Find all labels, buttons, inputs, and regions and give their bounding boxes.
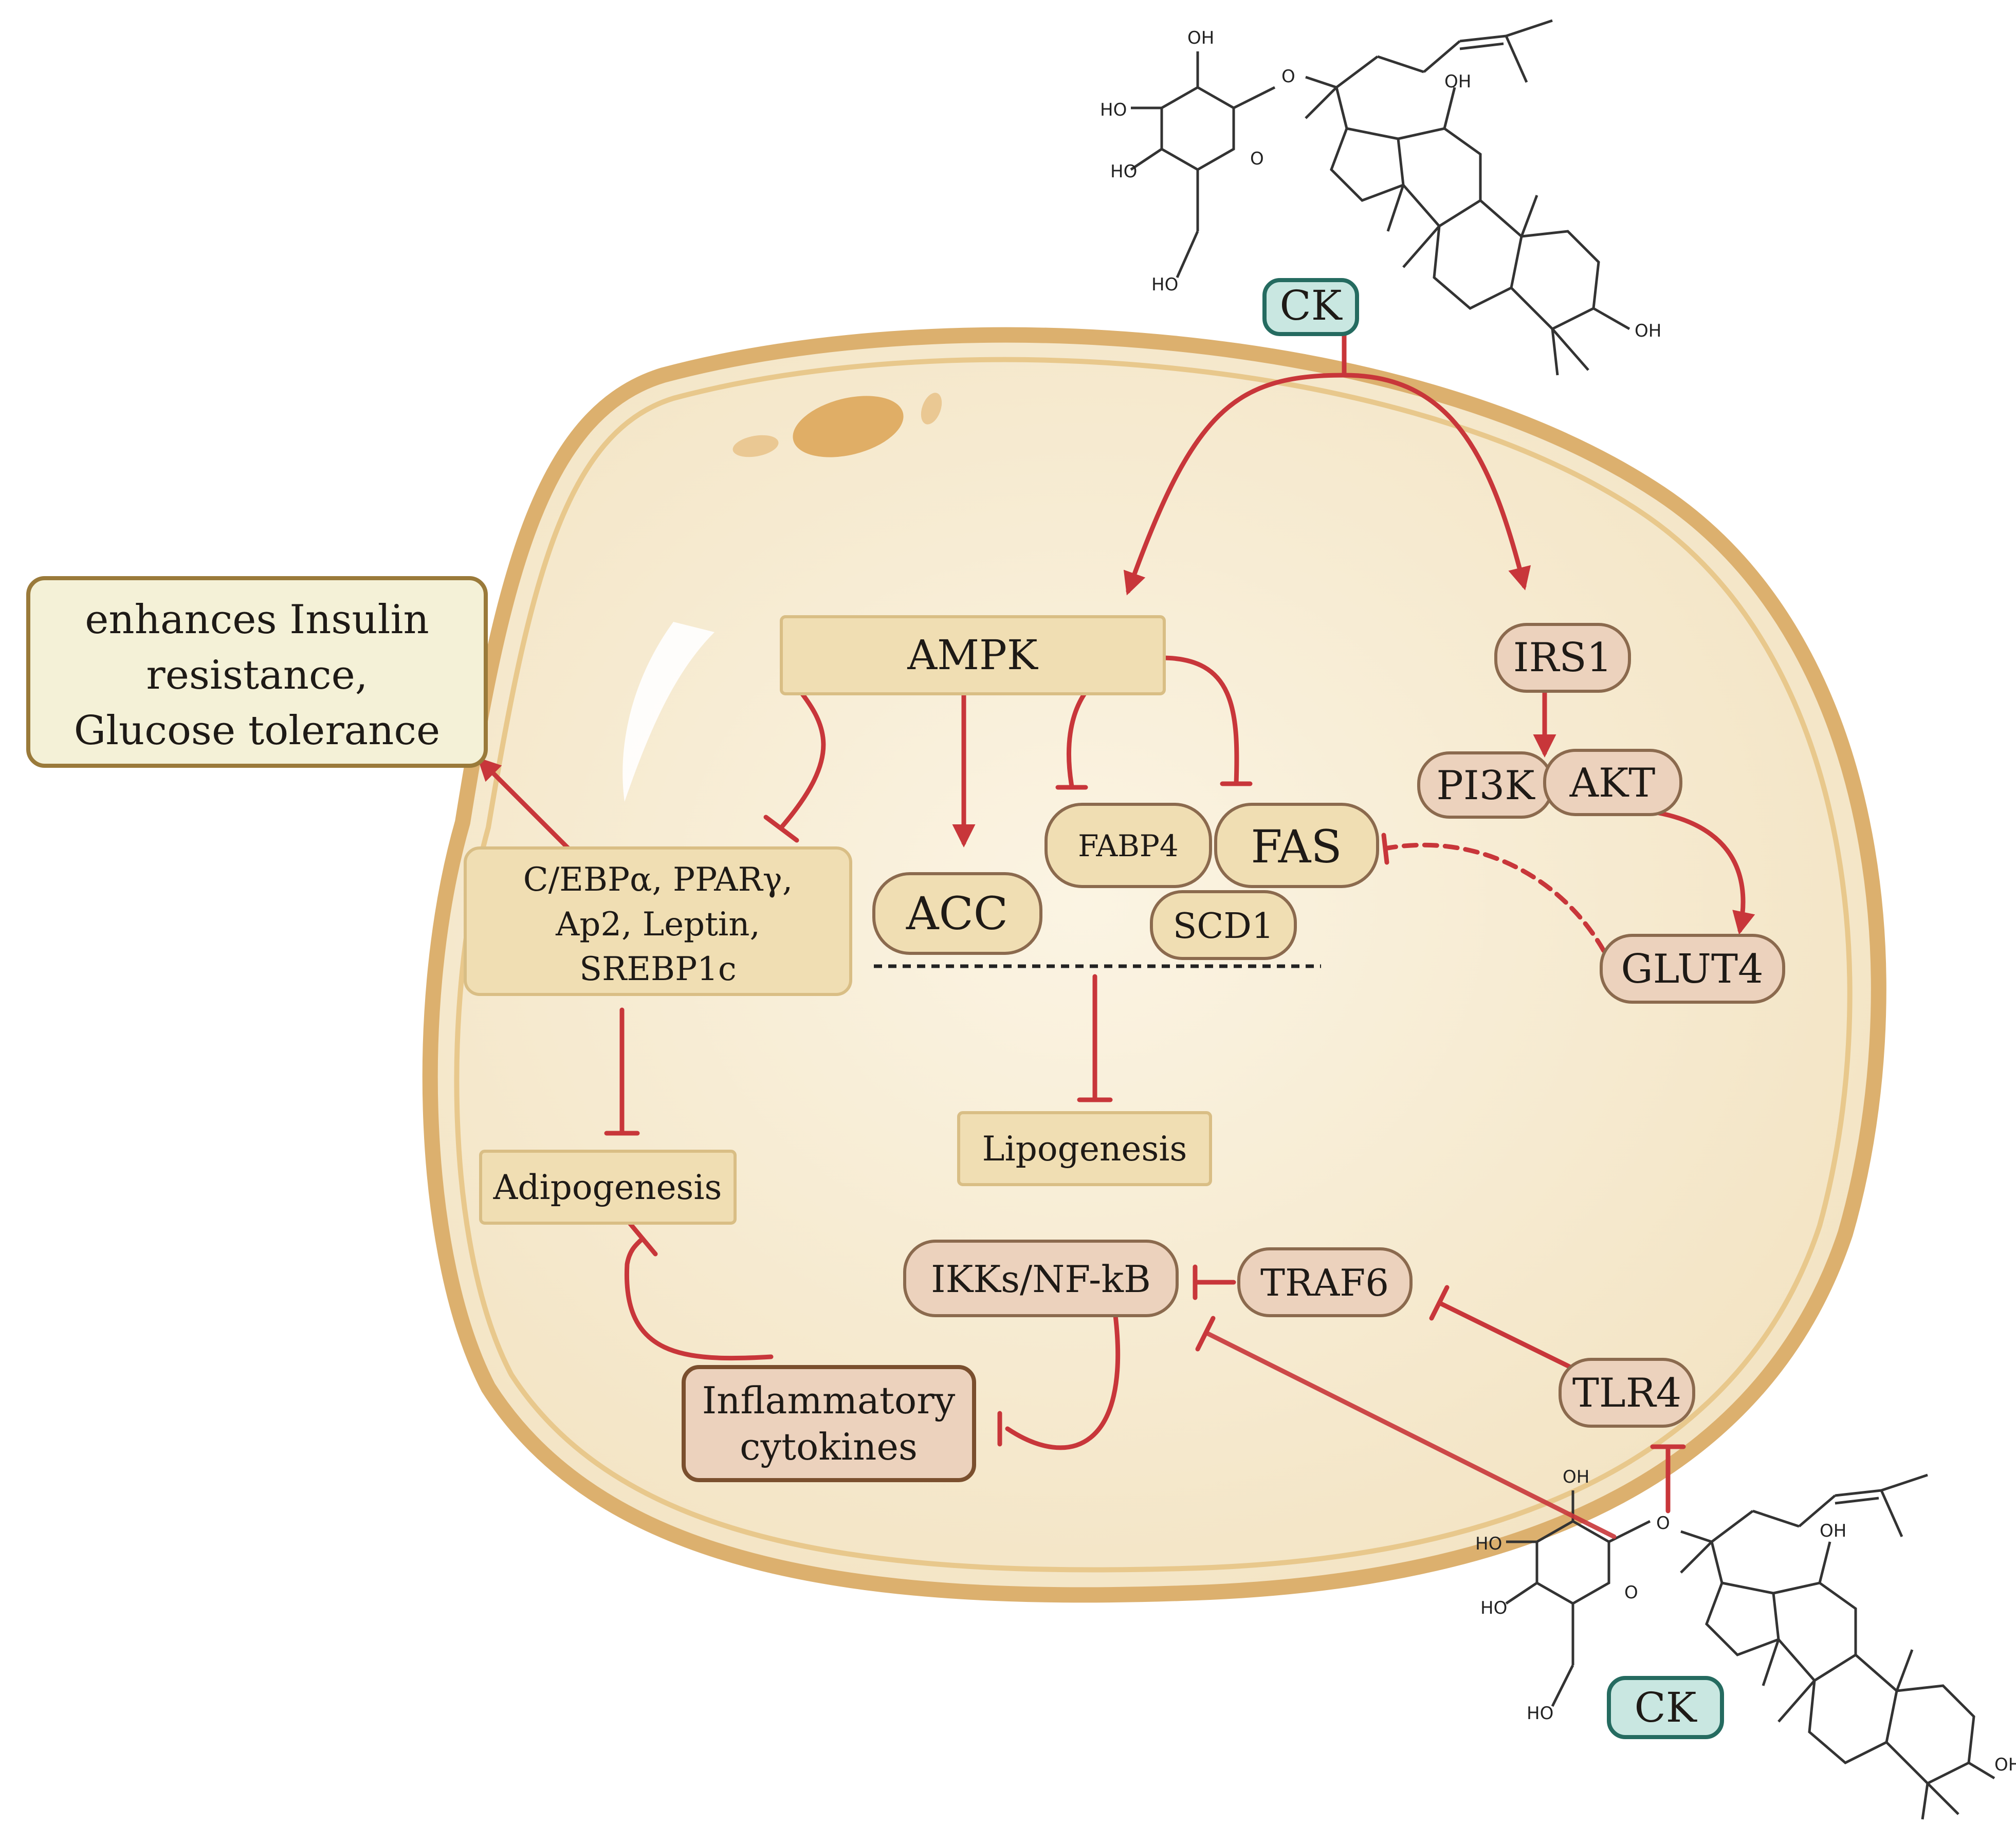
inhibit-bar [1429, 1285, 1450, 1321]
inflammatory-cytokines-node: Inflammatory cytokines [682, 1365, 976, 1482]
lipogenesis-node: Lipogenesis [957, 1111, 1212, 1186]
ikk-nfkb-label: IKKs/NF-kB [931, 1258, 1151, 1301]
arrow-ck-to-ampk [1123, 373, 1347, 596]
arrow-transcription-to-outcome [477, 757, 571, 851]
inhibit-bar [1195, 1316, 1216, 1352]
chem-o-label: O [1624, 1582, 1638, 1603]
glut4-label: GLUT4 [1621, 946, 1763, 992]
scd1-label: SCD1 [1173, 906, 1274, 947]
pi3k-node: PI3K [1417, 751, 1554, 819]
ikk-nfkb-node: IKKs/NF-kB [903, 1240, 1179, 1317]
transcription-line-3: SREBP1c [579, 950, 736, 988]
adipogenesis-label: Adipogenesis [493, 1168, 722, 1207]
chem-oh-label: OH [1444, 71, 1471, 92]
compound-k-structure-bottom: OH HO HO HO O O OH OH [1475, 1467, 2016, 1820]
fabp4-node: FABP4 [1044, 803, 1212, 888]
fabp4-label: FABP4 [1078, 828, 1179, 863]
inhibit-nfkb-to-cytokines [1005, 1313, 1121, 1450]
transcription-line-1: C/EBPα, PPARγ, [523, 861, 793, 899]
ck-node-top: CK [1262, 278, 1359, 336]
transcription-line-2: Ap2, Leptin, [555, 906, 760, 944]
chem-oh-label: OH [1187, 28, 1214, 48]
tlr4-node: TLR4 [1559, 1358, 1695, 1428]
chem-ho-label: HO [1527, 1703, 1553, 1724]
organelle-left [732, 435, 779, 457]
chem-oh-label: OH [1994, 1755, 2016, 1775]
acc-node: ACC [872, 872, 1042, 955]
inhibit-ampk-to-fas [1159, 655, 1239, 786]
ck-label: CK [1635, 1684, 1697, 1731]
outcome-line-1: enhances Insulin [85, 597, 429, 643]
inhibit-cytokines-to-adipogenesis [624, 1236, 774, 1361]
fas-node: FAS [1214, 803, 1379, 888]
inhibit-ck-to-nfkb [1205, 1331, 1617, 1539]
chem-oh-label: OH [1563, 1467, 1589, 1487]
inhibit-tlr4-to-traf6 [1437, 1300, 1573, 1370]
traf6-node: TRAF6 [1237, 1247, 1413, 1317]
ck-node-bottom: CK [1607, 1676, 1724, 1739]
outcome-line-3: Glucose tolerance [74, 708, 440, 754]
chem-ho-label: HO [1480, 1598, 1507, 1618]
ampk-node: AMPK [780, 615, 1166, 695]
akt-label: AKT [1569, 760, 1656, 806]
glut4-node: GLUT4 [1600, 934, 1785, 1004]
transcription-factors-node: C/EBPα, PPARγ, Ap2, Leptin, SREBP1c [464, 846, 852, 996]
nucleus [793, 396, 904, 457]
chem-o-label: O [1250, 149, 1264, 169]
chem-o-label: O [1281, 66, 1295, 87]
irs1-node: IRS1 [1494, 623, 1631, 693]
acc-label: ACC [906, 887, 1008, 940]
fas-label: FAS [1251, 820, 1342, 873]
inhibit-bar [1381, 833, 1389, 865]
scd1-node: SCD1 [1150, 890, 1297, 960]
outcome-box: enhances Insulin resistance, Glucose tol… [26, 576, 488, 768]
tlr4-label: TLR4 [1572, 1370, 1681, 1416]
irs1-label: IRS1 [1513, 635, 1612, 681]
ck-label: CK [1280, 282, 1343, 329]
organelle-right [921, 393, 942, 425]
inhibit-bar [627, 1221, 658, 1257]
inhibit-glut4-to-fas [1385, 842, 1606, 953]
chem-ho-label: HO [1151, 274, 1178, 295]
chem-ho-label: HO [1110, 161, 1137, 182]
chem-oh-label: OH [1635, 321, 1661, 341]
chem-o-label: O [1656, 1513, 1670, 1534]
ampk-label: AMPK [907, 631, 1038, 679]
traf6-label: TRAF6 [1260, 1261, 1389, 1304]
adipogenesis-node: Adipogenesis [479, 1150, 737, 1225]
chem-oh-label: OH [1820, 1521, 1846, 1541]
pi3k-label: PI3K [1436, 763, 1535, 809]
cell-highlight [622, 622, 714, 802]
inhibit-bar [763, 815, 799, 843]
chem-ho-label: HO [1100, 100, 1127, 120]
akt-node: AKT [1543, 749, 1682, 816]
inhibit-ampk-to-transcription [779, 681, 826, 830]
arrow-ck-to-irs1 [1342, 373, 1531, 591]
chem-ho-label: HO [1475, 1534, 1502, 1554]
cytokines-line-2: cytokines [740, 1425, 918, 1468]
cytokines-line-1: Inflammatory [702, 1379, 956, 1422]
lipogenesis-label: Lipogenesis [982, 1129, 1187, 1169]
compound-k-structure-top: OH HO HO HO O O OH OH [1100, 19, 1661, 376]
outcome-line-2: resistance, [146, 652, 368, 698]
